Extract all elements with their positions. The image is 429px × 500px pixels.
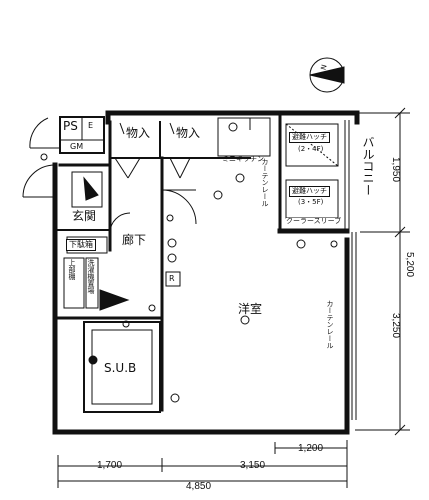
meter-symbol <box>40 153 48 161</box>
hatch-35-label: 避難ハッチ <box>289 186 330 197</box>
storage-2-label: 物入 <box>176 126 201 140</box>
door-swing-ps <box>29 117 49 149</box>
shoe-box-label: 下駄箱 <box>66 239 96 251</box>
corridor-label: 廊下 <box>122 233 147 247</box>
washer-label: 洗濯機置場 <box>87 259 95 294</box>
hatch-24-floor: (2・4F) <box>298 145 324 153</box>
ps-label: PS <box>63 119 78 133</box>
bath-label: S.U.B <box>104 361 137 375</box>
storage-1-label: 物入 <box>126 126 151 140</box>
walls <box>52 110 360 435</box>
misc-symbols <box>148 173 338 403</box>
dim-3250: 3,250 <box>390 313 401 339</box>
curtain-rail-2-label: カーテンレール <box>326 300 334 349</box>
hatch-2-4f <box>285 123 339 167</box>
mini-kitchen-fixture <box>217 117 271 157</box>
door-swing-room <box>161 189 197 225</box>
dim-1700: 1,700 <box>97 460 123 471</box>
closet-doors <box>114 122 191 179</box>
refrigerator-label: R <box>169 274 175 283</box>
hatch-35-floor: (3・5F) <box>298 198 324 206</box>
dimension-right <box>355 107 410 436</box>
upper-shelf-label: 上部棚 <box>68 259 76 280</box>
door-swing-front <box>22 164 56 198</box>
entrance-label: 玄関 <box>72 209 97 223</box>
balcony-label: バルコニー <box>361 136 375 196</box>
western-room-label: 洋室 <box>238 302 263 316</box>
north-arrow <box>309 57 345 93</box>
dim-4850: 4,850 <box>186 481 212 492</box>
dim-5200: 5,200 <box>404 252 415 278</box>
gm-label: GM <box>70 142 84 151</box>
hatch-24-label: 避難ハッチ <box>289 132 330 143</box>
curtain-rail-1-label: カーテンレール <box>261 158 269 207</box>
room-doors <box>109 189 197 234</box>
dim-1200: 1,200 <box>298 443 324 454</box>
e-label: E <box>88 121 94 130</box>
entry-doors <box>22 117 60 198</box>
mini-kitchen-label: ミニキッチン <box>222 155 264 163</box>
cooler-sleeve-label: クーラースリーブ <box>286 217 342 225</box>
ps-box <box>59 116 105 154</box>
balcony-window <box>344 120 357 420</box>
dimension-bottom <box>57 440 348 488</box>
entrance-fixture <box>71 171 103 208</box>
bath-unit <box>83 320 161 413</box>
dim-3150: 3,150 <box>240 460 266 471</box>
dim-1950: 1,950 <box>390 157 401 183</box>
